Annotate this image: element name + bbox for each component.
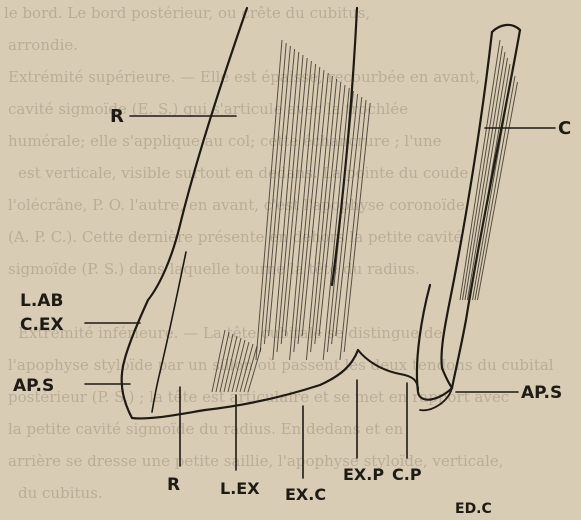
background-text-line: (A. P. C.). Cette dernière présente en d…: [8, 228, 463, 246]
hatch-stroke: [475, 76, 515, 300]
background-text-line: arrondie.: [8, 36, 78, 54]
label-CP: C.P: [392, 465, 422, 484]
background-text-line: postérieur (P. S.) ; la tête est articul…: [8, 388, 509, 406]
label-APS-left: AP.S: [13, 376, 54, 396]
label-EXC: EX.C: [285, 485, 326, 504]
hatch-stroke: [473, 70, 513, 300]
background-text-line: l'olécrâne, P. O. l'autre, en avant, c'e…: [8, 196, 465, 214]
label-CEX: C.EX: [20, 315, 64, 335]
label-EDC: ED.C: [455, 501, 492, 517]
ulna-top-end: [492, 25, 520, 32]
hatch-stroke: [468, 58, 508, 300]
background-text-line: arrière se dresse une petite saillie, l'…: [8, 452, 504, 470]
label-C: C: [558, 118, 571, 139]
hatch-stroke: [470, 64, 510, 300]
background-text-line: la petite cavité sigmoïde du radius. En …: [8, 420, 404, 438]
background-text-line: sigmoïde (P. S.) dans laquelle tourne la…: [8, 260, 420, 278]
background-text-line: humérale; elle s'applique au col; cette …: [8, 132, 442, 150]
label-LAB: L.AB: [20, 291, 63, 311]
background-text-line: Extrémité supérieure. — Elle est épaisse…: [8, 68, 480, 86]
background-text-line: est verticale, visible surtout en dedans…: [18, 164, 469, 182]
background-text-line: Extrémité inférieure. — La tête cubitale…: [18, 324, 442, 342]
background-text-line: l'apophyse styloïde par un sillon où pas…: [8, 356, 554, 374]
label-R-bottom: R: [167, 475, 180, 495]
label-EXP: EX.P: [343, 465, 384, 484]
hatch-stroke: [478, 82, 518, 300]
label-APS-right: AP.S: [521, 383, 562, 403]
background-text-line: le bord. Le bord postérieur, ou crête du…: [4, 4, 370, 22]
label-LEX: L.EX: [220, 479, 260, 498]
background-text-line: du cubitus.: [18, 484, 103, 502]
label-R-top: R: [110, 106, 124, 127]
